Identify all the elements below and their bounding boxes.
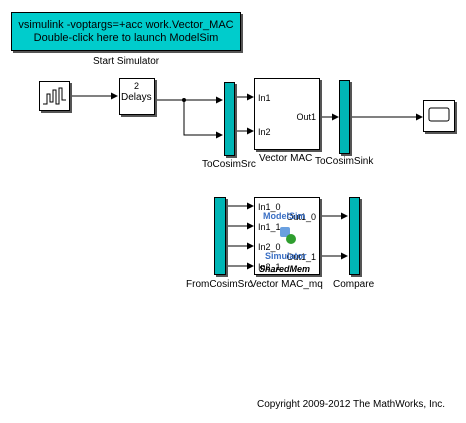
scope-block[interactable]: [423, 100, 455, 132]
mq-in2-0-port: In2_0: [258, 242, 281, 252]
shared-mem-label: SharedMem: [259, 264, 311, 274]
vector-mac-block[interactable]: In1 In2 Out1: [254, 78, 320, 150]
mq-in2-1-port: In2_1: [258, 262, 281, 272]
launch-instruction-text: Double-click here to launch ModelSim: [33, 31, 219, 44]
launch-command-text: vsimulink -voptargs=+acc work.Vector_MAC: [18, 18, 234, 31]
mq-in1-0-port: In1_0: [258, 202, 281, 212]
modelsim-gear-icon: [286, 234, 296, 244]
vector-mac-label: Vector MAC: [259, 153, 313, 164]
simulator-logo-text: Simulator: [265, 251, 307, 261]
to-cosim-sink-label: ToCosimSink: [315, 156, 374, 167]
wire-branch-bottom: [183, 100, 223, 139]
delays-block[interactable]: 2 Delays: [119, 78, 155, 115]
to-cosim-sink-block[interactable]: [339, 80, 350, 154]
vector-mac-mq-label: Vector MAC_mq: [250, 279, 323, 290]
delays-value: 2: [134, 81, 140, 91]
copyright-text: Copyright 2009-2012 The MathWorks, Inc.: [257, 399, 446, 410]
mq-out1-1-port: Out1_1: [286, 252, 316, 262]
delays-label: Delays: [121, 92, 152, 103]
scope-icon: [428, 107, 450, 122]
launch-box-caption: Start Simulator: [93, 56, 160, 67]
launch-modelsim-button[interactable]: vsimulink -voptargs=+acc work.Vector_MAC…: [11, 12, 241, 51]
staircase-signal-icon: [43, 87, 66, 105]
vector-mac-mq-block[interactable]: In1_0 In1_1 In2_0 In2_1 Out1_0 Out1_1 Mo…: [254, 197, 320, 275]
vector-mac-in2-port: In2: [258, 127, 271, 137]
branch-point: [182, 98, 186, 102]
modelsim-logo-text: ModelSim: [263, 211, 306, 221]
compare-block[interactable]: [349, 197, 360, 275]
compare-label: Compare: [333, 279, 375, 290]
vector-mac-out1-port: Out1: [296, 112, 316, 122]
mq-out1-0-port: Out1_0: [286, 212, 316, 222]
from-cosim-src-label: FromCosimSrc: [186, 279, 253, 290]
vector-mac-in1-port: In1: [258, 93, 271, 103]
to-cosim-src-label: ToCosimSrc: [202, 159, 256, 170]
signal-source-block[interactable]: [39, 81, 70, 111]
from-cosim-src-block[interactable]: [214, 197, 226, 275]
mq-in1-1-port: In1_1: [258, 222, 281, 232]
modelsim-box-icon: [280, 227, 290, 237]
to-cosim-src-block[interactable]: [224, 82, 235, 156]
